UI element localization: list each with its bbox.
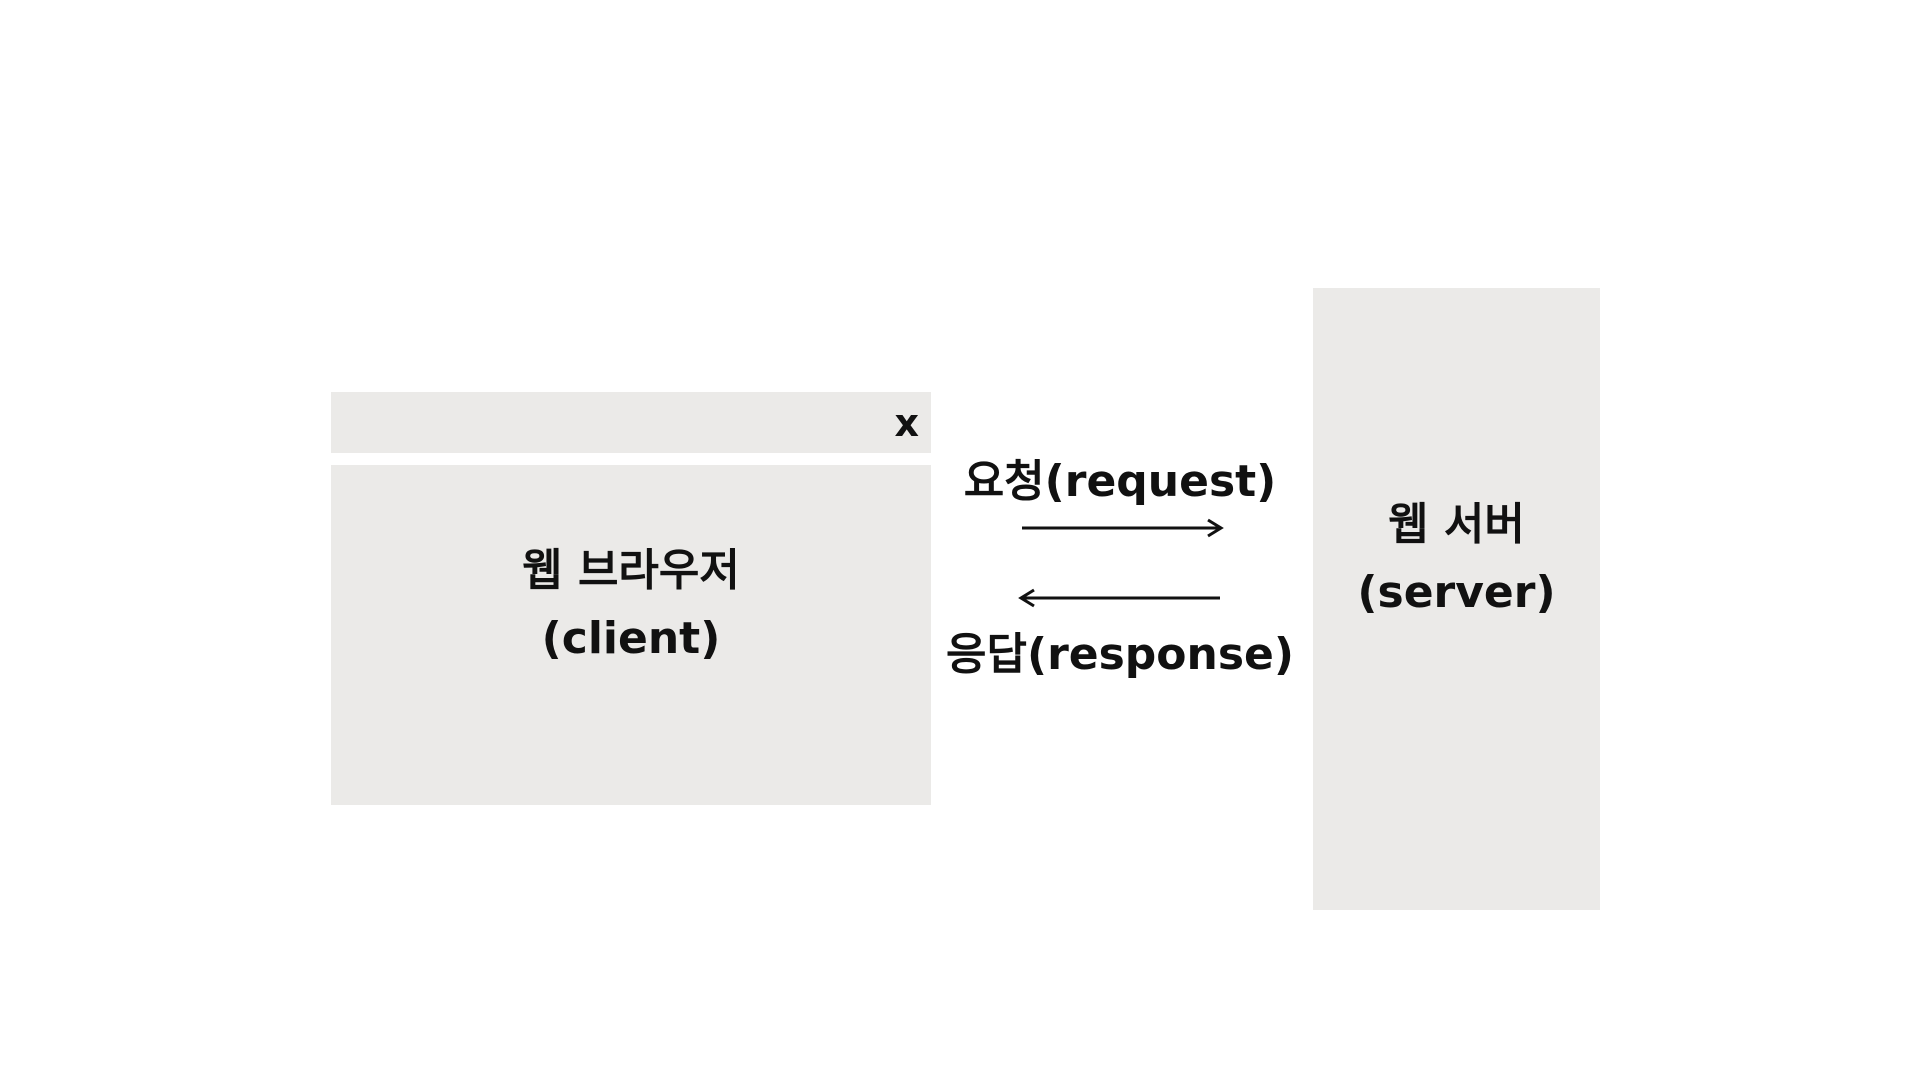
browser-titlebar: x [331, 392, 931, 453]
arrows-diagram [1018, 518, 1224, 608]
request-arrow [1022, 518, 1224, 538]
browser-title: 웹 브라우저 [522, 545, 740, 596]
response-arrow [1018, 588, 1220, 608]
close-icon: x [894, 400, 919, 445]
response-label: 응답(response) [946, 629, 1294, 680]
server-title: 웹 서버 [1388, 499, 1525, 550]
server-subtitle: (server) [1357, 567, 1556, 618]
browser-window-body: 웹 브라우저 (client) [331, 465, 931, 805]
server-box: 웹 서버 (server) [1313, 288, 1600, 910]
request-label: 요청(request) [963, 456, 1277, 507]
browser-subtitle: (client) [541, 613, 721, 664]
